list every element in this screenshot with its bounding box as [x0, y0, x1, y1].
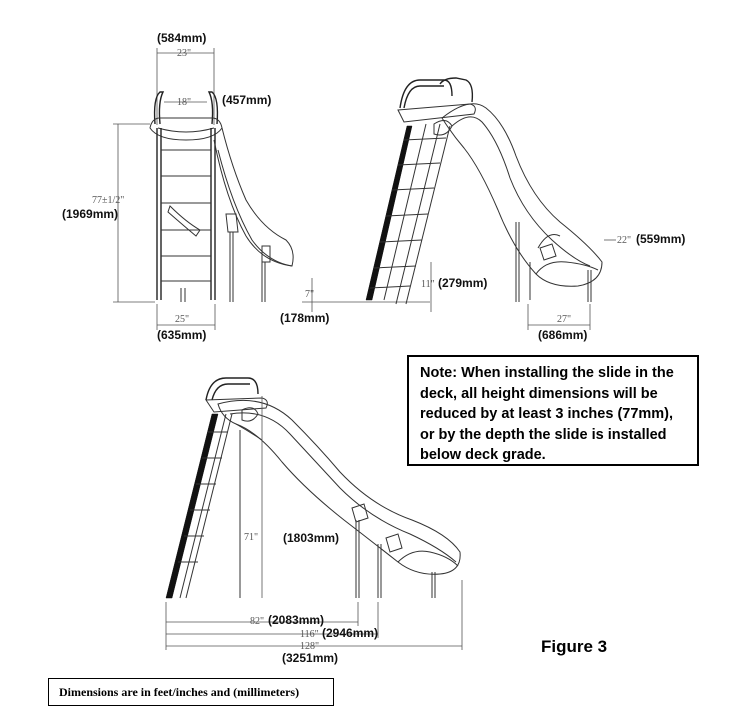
- front-view: (584mm) 23" 18" (457mm): [62, 31, 294, 342]
- profile-length-a-mm: (2083mm): [268, 613, 324, 627]
- installation-note: Note: When installing the slide in the d…: [407, 355, 699, 466]
- profile-height-mm: (1803mm): [283, 531, 339, 545]
- units-footer: Dimensions are in feet/inches and (milli…: [48, 678, 334, 706]
- profile-length-b-in: 116": [300, 629, 319, 640]
- profile-length-c-in: 128": [300, 641, 319, 652]
- profile-length-a-in: 82": [250, 616, 264, 627]
- front-height-mm: (1969mm): [62, 207, 118, 221]
- front-top-width-mm: (584mm): [157, 31, 206, 45]
- base-depth-in: 27": [557, 314, 571, 325]
- note-line: below deck grade.: [420, 447, 546, 463]
- profile-length-b-mm: (2946mm): [322, 626, 378, 640]
- profile-length-c-mm: (3251mm): [282, 651, 338, 665]
- side-view: 11" (279mm) 22" (559mm) 27" (686mm): [365, 77, 685, 342]
- exit-height-in: 7": [305, 289, 314, 300]
- front-height-in: 77±1/2": [92, 195, 124, 206]
- profile-view: 71" (1803mm) 82" (2083mm) 116" (2946mm) …: [165, 377, 463, 665]
- base-depth-mm: (686mm): [538, 328, 587, 342]
- front-base-width-mm: (635mm): [157, 328, 206, 342]
- note-line: reduced by at least 3 inches (77mm),: [420, 406, 674, 422]
- ladder-height-mm: (279mm): [438, 276, 487, 290]
- figure-label: Figure 3: [541, 637, 608, 656]
- profile-height-in: 71": [244, 532, 258, 543]
- note-line: deck, all height dimensions will be: [420, 385, 658, 402]
- ladder-height-in: 11": [421, 279, 435, 290]
- front-base-width-in: 25": [175, 314, 189, 325]
- front-inner-width-mm: (457mm): [222, 93, 271, 107]
- front-inner-width-in: 18": [177, 97, 191, 108]
- exit-height-mm: (178mm): [280, 311, 329, 325]
- front-top-width-in: 23": [177, 48, 191, 59]
- exit-width-in: 22": [617, 235, 631, 246]
- exit-width-mm: (559mm): [636, 232, 685, 246]
- note-line: Note: When installing the slide in the: [420, 365, 674, 381]
- note-line: or by the depth the slide is installed: [420, 426, 667, 443]
